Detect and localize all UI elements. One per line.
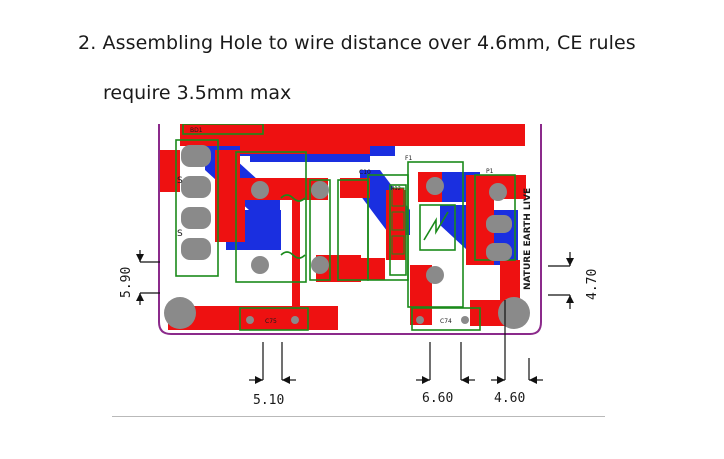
silk-label-s2: S — [177, 229, 183, 239]
heading-line-2: require 3.5mm max — [103, 82, 292, 104]
silk-label-c75: C75 — [265, 318, 277, 325]
component-pads — [181, 145, 512, 324]
dimension-bottom-mid: 6.60 — [422, 391, 453, 406]
dimension-bottom-left: 5.10 — [253, 393, 284, 408]
smd-components — [391, 187, 405, 255]
silk-label-c74: C74 — [440, 318, 452, 325]
silk-label-c10: C10 — [359, 169, 371, 176]
mounting-holes — [164, 297, 530, 329]
silk-label-r12: R12 — [391, 186, 401, 192]
connector-label: NATURE EARTH LIVE — [523, 188, 533, 290]
silk-label-s1: S — [177, 176, 183, 186]
dimension-bottom-right: 4.60 — [494, 391, 525, 406]
silk-label-f1: F1 — [405, 155, 412, 162]
silkscreen-outlines — [175, 124, 516, 331]
board-outline — [158, 124, 542, 335]
heading-line-1: 2. Assembling Hole to wire distance over… — [78, 32, 636, 54]
dimension-left-vertical: 5.90 — [119, 267, 134, 298]
silk-label-bd1: BD1 — [190, 127, 203, 134]
bottom-divider — [112, 416, 605, 417]
dimension-right-vertical: 4.70 — [585, 269, 600, 300]
silk-label-p1: P1 — [486, 168, 494, 175]
